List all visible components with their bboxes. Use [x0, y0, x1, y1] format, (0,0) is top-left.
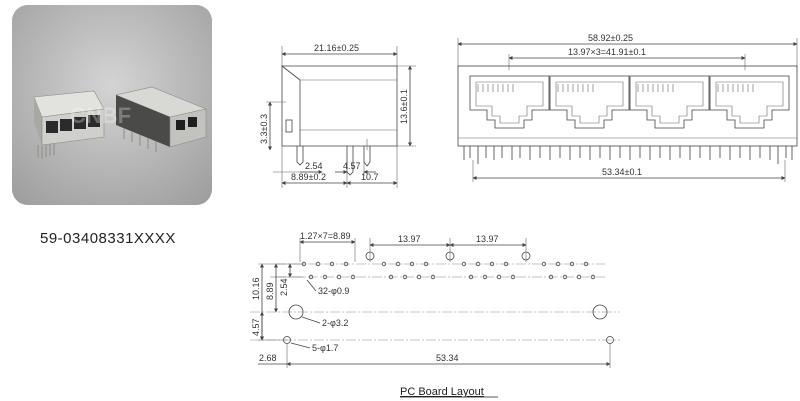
part-number: 59-03408331XXXX	[40, 230, 176, 247]
rj45-port-2	[549, 75, 630, 129]
dim-front-pitch: 13.97×3=41.91±0.1	[568, 47, 646, 57]
dim-side-254: 2.54	[305, 161, 323, 171]
dim-pcb-457: 4.57	[251, 318, 261, 336]
connector-angled-view	[114, 86, 208, 152]
dim-pcb-port-b: 13.97	[476, 234, 499, 244]
dim-pcb-268: 2.68	[259, 353, 277, 363]
dim-pcb-port-a: 13.97	[398, 234, 421, 244]
label-holes-mid: 5-φ1.7	[312, 343, 338, 353]
side-view-drawing: 21.16±0.25 13.6±0.1 3.3±0.3 2.54	[259, 43, 416, 188]
front-view-drawing: 58.92±0.25 13.97×3=41.91±0.1	[457, 33, 798, 182]
pcb-layout-drawing: 1.27×7=8.89 13.97 13.97	[250, 231, 620, 398]
connector-front-view	[33, 90, 105, 159]
dim-pcb-pin-pitch: 1.27×7=8.89	[300, 231, 351, 241]
dim-side-width: 21.16±0.25	[314, 43, 359, 53]
rj45-port-3	[629, 75, 710, 129]
dim-side-457: 4.57	[343, 161, 361, 171]
product-photo: CNBF	[12, 5, 212, 205]
front-pins	[463, 146, 793, 164]
dim-front-overall: 58.92±0.25	[588, 33, 633, 43]
dim-pcb-1016: 10.16	[251, 277, 261, 300]
pcb-small-holes	[301, 261, 596, 280]
dim-front-bottom: 53.34±0.1	[602, 167, 642, 177]
dim-side-height: 13.6±0.1	[399, 89, 409, 124]
pcb-layout-title: PC Board Layout	[400, 386, 484, 398]
dim-side-107: 10.7	[361, 172, 379, 182]
pcb-large-holes	[283, 251, 614, 344]
dim-pcb-889: 8.89	[265, 282, 275, 300]
dim-pcb-254: 2.54	[279, 278, 289, 296]
dim-pcb-5334: 53.34	[436, 353, 459, 363]
rj45-port-4	[709, 75, 790, 129]
photo-watermark: CNBF	[70, 103, 131, 128]
label-holes-large: 2-φ3.2	[322, 318, 348, 328]
dim-side-889: 8.89±0.2	[291, 172, 326, 182]
rj45-port-1	[469, 75, 550, 129]
label-holes-small: 32-φ0.9	[318, 286, 349, 296]
dim-side-left-height: 3.3±0.3	[259, 114, 269, 144]
